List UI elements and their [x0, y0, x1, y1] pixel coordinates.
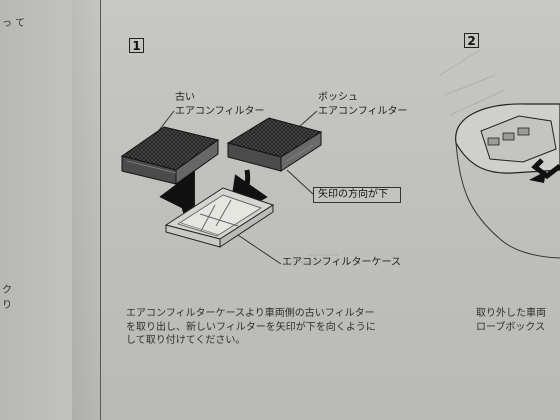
- glove-box-area-illustration: [455, 103, 560, 259]
- new-bosch-air-conditioner-filter-icon: [226, 117, 323, 172]
- old-filter-label-line-1: 古い: [175, 92, 195, 103]
- filter-case-leader-line: [237, 234, 282, 265]
- old-filter-label-line-2: エアコンフィルター: [175, 106, 265, 117]
- step-2-instruction-line-1: 取り外した車両: [476, 308, 546, 319]
- step-2-number: 2: [464, 33, 479, 48]
- step-1-instruction-line-2: を取り出し、新しいフィルターを矢印が下を向くように: [126, 321, 376, 333]
- filter-case-label: エアコンフィルターケース: [282, 257, 401, 268]
- left-page-text-bottom: り: [2, 300, 12, 311]
- new-filter-label-line-1: ボッシュ: [318, 92, 358, 103]
- left-page: [0, 0, 72, 420]
- arrow-direction-leader-line: [286, 169, 314, 195]
- arrow-direction-label: 矢印の方向が下: [313, 187, 401, 203]
- left-page-text-middle: ク: [2, 285, 12, 296]
- page-gutter-shadow: [72, 0, 100, 420]
- step-1-number: 1: [129, 38, 144, 53]
- left-page-text-top: っ て: [2, 18, 26, 29]
- step-2-instruction-line-2: ローブボックス: [476, 321, 546, 333]
- air-conditioner-filter-case-icon: [164, 187, 275, 248]
- new-filter-label-line-2: エアコンフィルター: [318, 106, 408, 117]
- page-gutter-line: [100, 0, 101, 420]
- background-print-bleed: [290, 49, 506, 263]
- step-1-instruction-line-3: して取り付けてください。: [126, 335, 246, 346]
- old-air-conditioner-filter-icon: [120, 126, 220, 185]
- step-1-instruction: エアコンフィルターケースより車両側の古いフィルター を取り出し、新しいフィルター…: [126, 307, 456, 348]
- step-2-instruction: 取り外した車両 ローブボックス: [476, 307, 546, 334]
- step-1-instruction-line-1: エアコンフィルターケースより車両側の古いフィルター: [126, 308, 375, 319]
